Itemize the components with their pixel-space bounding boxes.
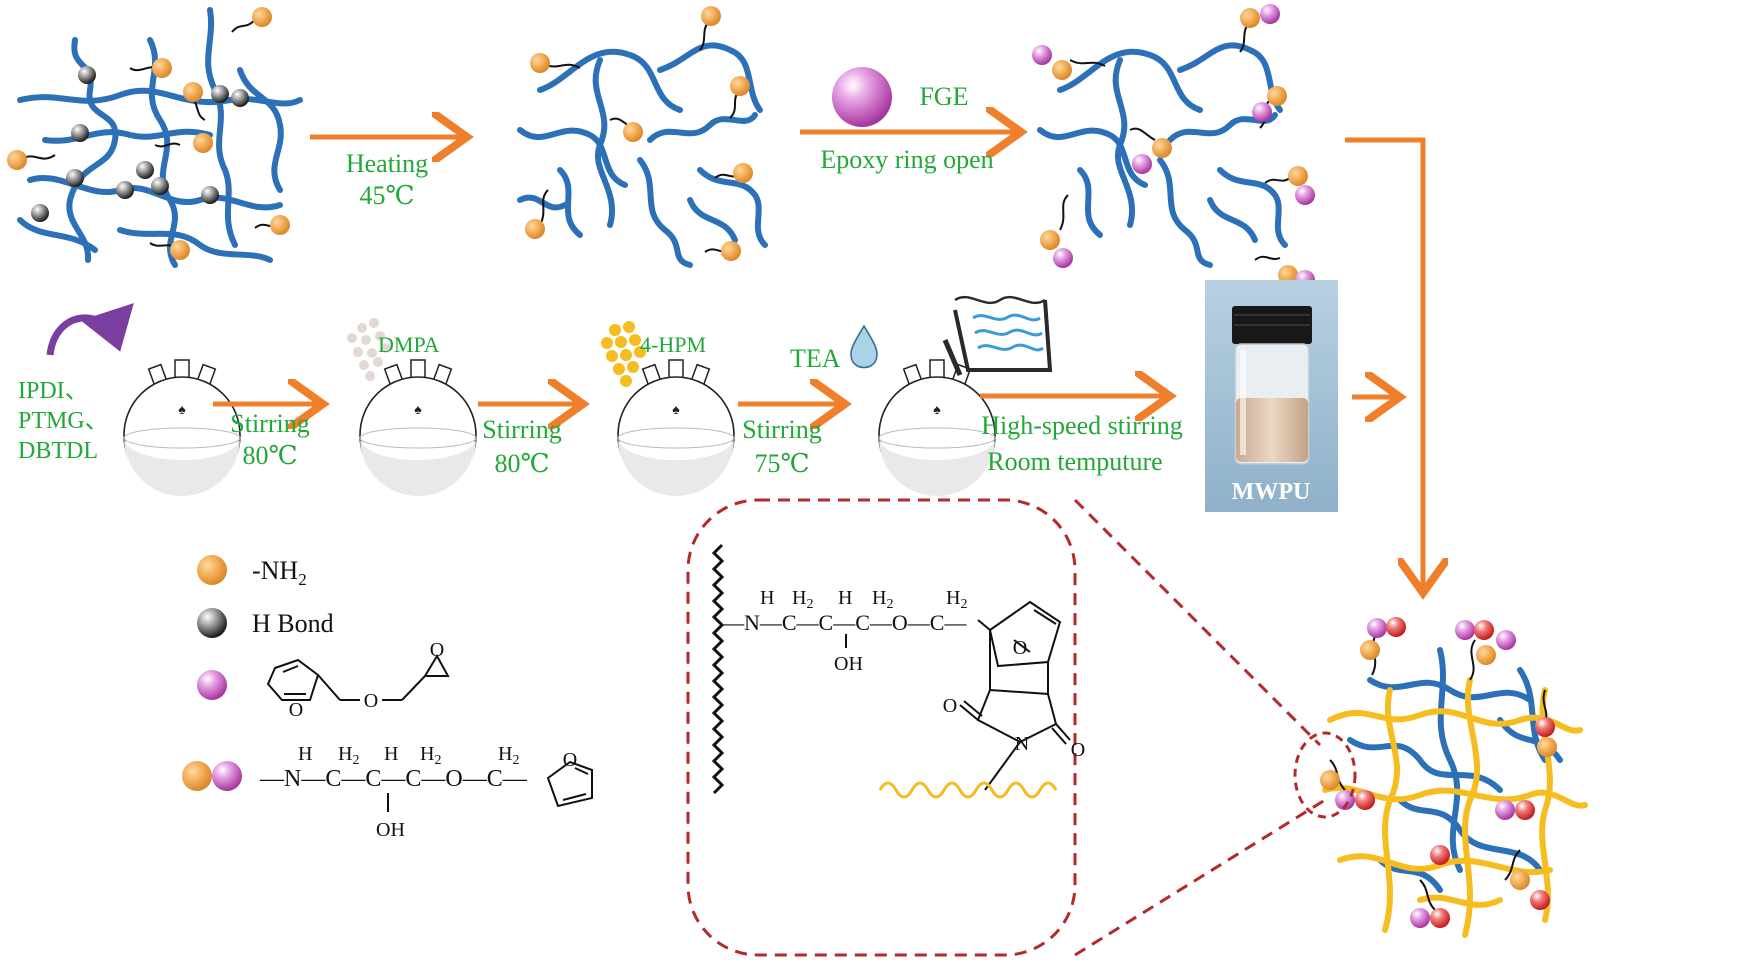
- stir3-label: Stirring: [742, 415, 821, 444]
- heating-label: Heating: [346, 149, 428, 178]
- nh2-legend-icon: [197, 555, 227, 585]
- arrow-to-product: [1345, 137, 1423, 588]
- adduct-orange-icon: [182, 761, 212, 791]
- reactant-ipdi: IPDI、: [18, 378, 89, 404]
- mwpu-label: MWPU: [1232, 479, 1311, 505]
- svg-text:♠: ♠: [672, 403, 680, 418]
- svg-text:H: H: [298, 743, 312, 765]
- fge-legend-icon: [197, 670, 227, 700]
- room-temp-label: Room temputure: [987, 447, 1162, 476]
- svg-text:H2: H2: [338, 743, 359, 768]
- svg-text:H: H: [384, 743, 398, 765]
- network-fge-grafted: [1032, 4, 1315, 290]
- zoom-line-top: [1073, 498, 1322, 747]
- fge-o-ring: O: [289, 699, 303, 721]
- svg-text:♠: ♠: [178, 403, 186, 418]
- heating-temp: 45℃: [359, 181, 414, 210]
- adduct-purple-icon: [212, 761, 242, 791]
- network-final-crosslinked: [1320, 617, 1588, 938]
- svg-text:OH: OH: [376, 819, 405, 841]
- epoxy-ring-open-label: Epoxy ring open: [820, 145, 993, 174]
- fge-label: FGE: [919, 82, 968, 111]
- adduct-structure: —N—C—C—C—O—C— H H2 H H2 H2 OH O: [259, 743, 593, 841]
- water-drop-icon: [850, 324, 878, 369]
- hbond-legend-icon: [197, 608, 227, 638]
- fge-structure: [266, 653, 450, 701]
- svg-text:—N—C—C—C—O—C—: —N—C—C—C—O—C—: [721, 610, 967, 635]
- svg-text:O: O: [943, 695, 957, 717]
- svg-text:O: O: [1071, 739, 1085, 761]
- polymer-backbone: [711, 543, 725, 795]
- beaker-water-icon: [942, 295, 1053, 376]
- svg-text:♠: ♠: [933, 403, 941, 418]
- reactant-ptmg: PTMG、: [18, 408, 109, 434]
- hpm-label: 4-HPM: [640, 332, 706, 357]
- svg-text:H2: H2: [420, 743, 441, 768]
- tea-label: TEA: [790, 344, 841, 373]
- crosslinker-chain-icon: [878, 781, 1058, 799]
- svg-text:—N—C—C—C—O—C—: —N—C—C—C—O—C—: [259, 766, 528, 792]
- hpm-particles-icon: [601, 321, 646, 387]
- network-hbonded: [7, 7, 303, 268]
- reactant-dbtdl: DBTDL: [18, 438, 98, 464]
- fge-sphere-icon: [832, 67, 892, 127]
- zoom-ellipse: [1293, 731, 1357, 819]
- svg-text:H: H: [838, 587, 852, 609]
- inset-structure: —N—C—C—C—O—C— H H2 H H2 H2 OH O O O N: [711, 543, 1085, 799]
- fge-o-epoxide: O: [430, 639, 444, 661]
- fge-o-link: O: [364, 690, 378, 712]
- add-reactants-icon: [46, 303, 134, 356]
- inset-frame: [686, 498, 1077, 957]
- nh2-legend-label: -NH2: [252, 556, 307, 589]
- svg-text:H2: H2: [792, 587, 813, 612]
- hbond-legend-label: H Bond: [252, 609, 334, 638]
- stir3-temp: 75℃: [754, 449, 809, 478]
- dmpa-label: DMPA: [378, 332, 440, 357]
- svg-text:♠: ♠: [414, 403, 422, 418]
- stir1-temp: 80℃: [242, 441, 297, 470]
- stir2-label: Stirring: [482, 415, 561, 444]
- svg-text:H2: H2: [498, 743, 519, 768]
- high-speed-label: High-speed stirring: [981, 411, 1182, 440]
- stir2-temp: 80℃: [494, 449, 549, 478]
- flask-icon-4: ♠: [878, 359, 996, 496]
- network-heated: [517, 6, 768, 268]
- stir1-label: Stirring: [230, 409, 309, 438]
- mwpu-photo: MWPU: [1205, 280, 1338, 512]
- dmpa-particles-icon: [347, 318, 391, 381]
- svg-text:H2: H2: [872, 587, 893, 612]
- svg-text:O: O: [1013, 637, 1027, 659]
- flask-icon-2: ♠: [359, 359, 477, 496]
- svg-text:H2: H2: [946, 587, 967, 612]
- svg-text:H: H: [760, 587, 774, 609]
- svg-text:N: N: [1015, 733, 1029, 755]
- flask-icon-1: ♠: [123, 359, 241, 496]
- zoom-line-bottom: [1074, 798, 1326, 957]
- flask-icon-3: ♠: [617, 359, 735, 496]
- svg-text:O: O: [563, 749, 577, 771]
- svg-text:OH: OH: [834, 653, 863, 675]
